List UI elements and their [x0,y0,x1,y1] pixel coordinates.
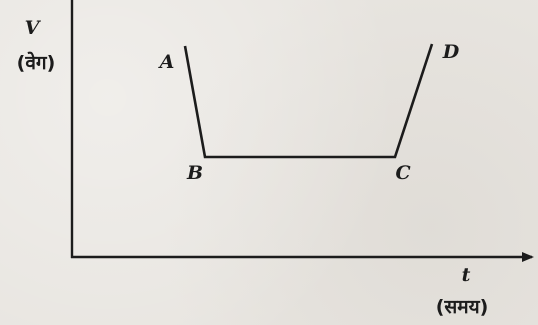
y-axis-symbol: V [25,17,42,39]
point-label-a: A [158,51,175,73]
x-axis-symbol: t [462,264,471,286]
point-label-c: C [395,162,410,184]
x-axis-label: (समय) [436,296,489,318]
point-label-d: D [442,41,460,63]
y-axis-label: (वेग) [17,51,56,74]
velocity-curve [183,43,434,159]
point-label-b: B [186,162,203,184]
